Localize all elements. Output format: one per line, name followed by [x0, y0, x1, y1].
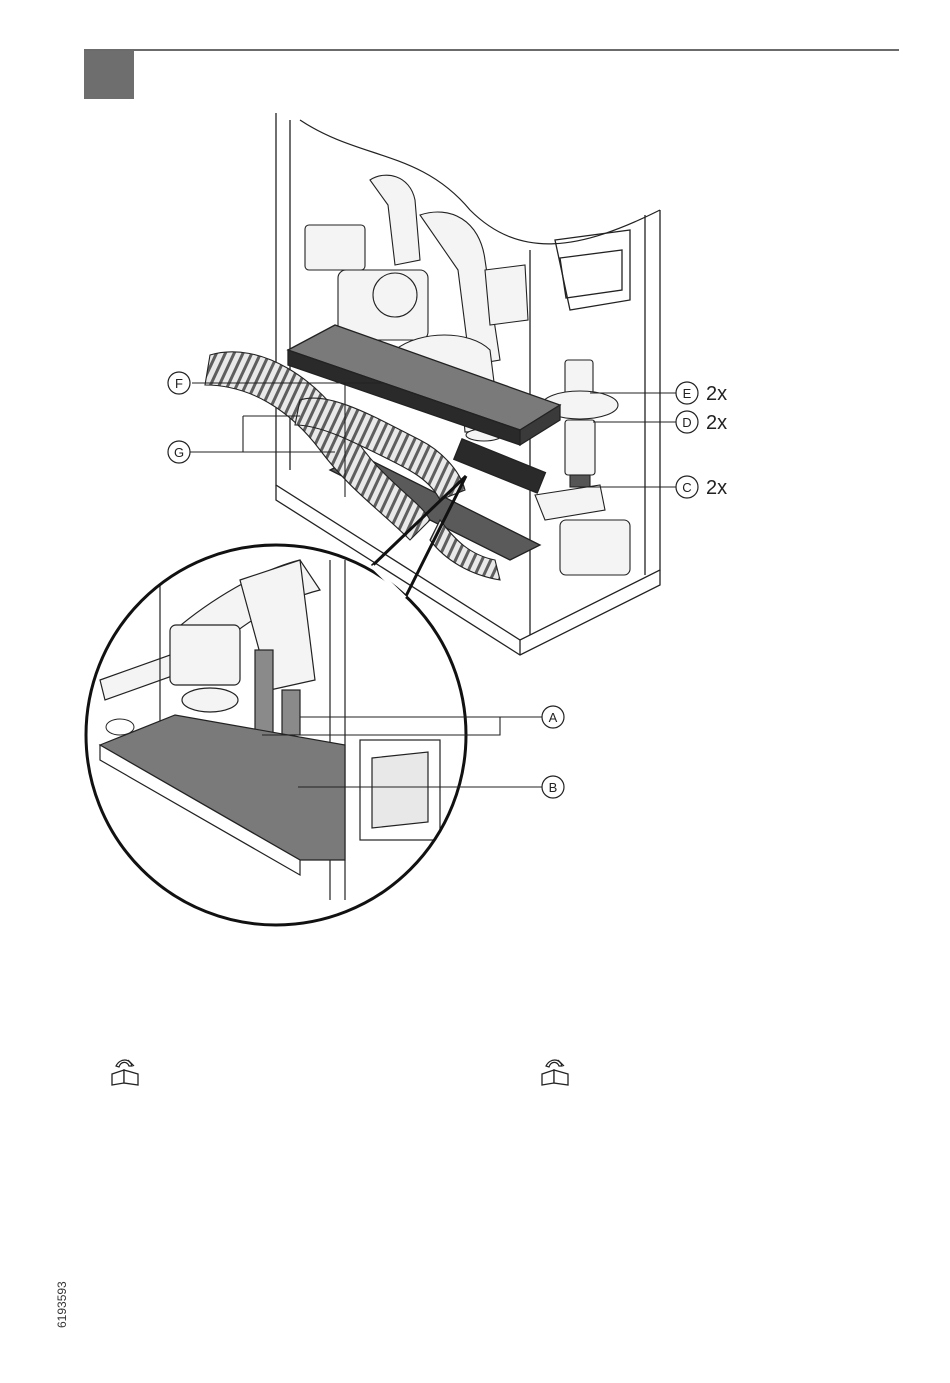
detail-magnifier	[80, 476, 480, 940]
svg-text:G: G	[174, 445, 184, 460]
callout-e: E 2x	[676, 382, 727, 405]
callout-f: F	[168, 372, 190, 394]
reference-book-icon-right	[538, 1056, 574, 1086]
reference-book-icon-left	[108, 1056, 144, 1086]
installation-illustration: F G E 2x D 2x C 2x A B	[0, 0, 950, 1000]
svg-text:E: E	[683, 386, 692, 401]
document-code: 6193593	[55, 1281, 69, 1328]
callout-g: G	[168, 441, 190, 463]
callout-c: C 2x	[676, 476, 727, 499]
callout-c-quantity: 2x	[706, 477, 727, 499]
callout-a: A	[542, 706, 564, 728]
svg-text:F: F	[175, 376, 183, 391]
callout-d: D 2x	[676, 411, 727, 434]
svg-text:D: D	[682, 415, 691, 430]
callout-b: B	[542, 776, 564, 798]
svg-text:C: C	[682, 480, 691, 495]
svg-text:B: B	[549, 780, 558, 795]
callout-e-quantity: 2x	[706, 383, 727, 405]
callout-d-quantity: 2x	[706, 412, 727, 434]
svg-text:A: A	[549, 710, 558, 725]
